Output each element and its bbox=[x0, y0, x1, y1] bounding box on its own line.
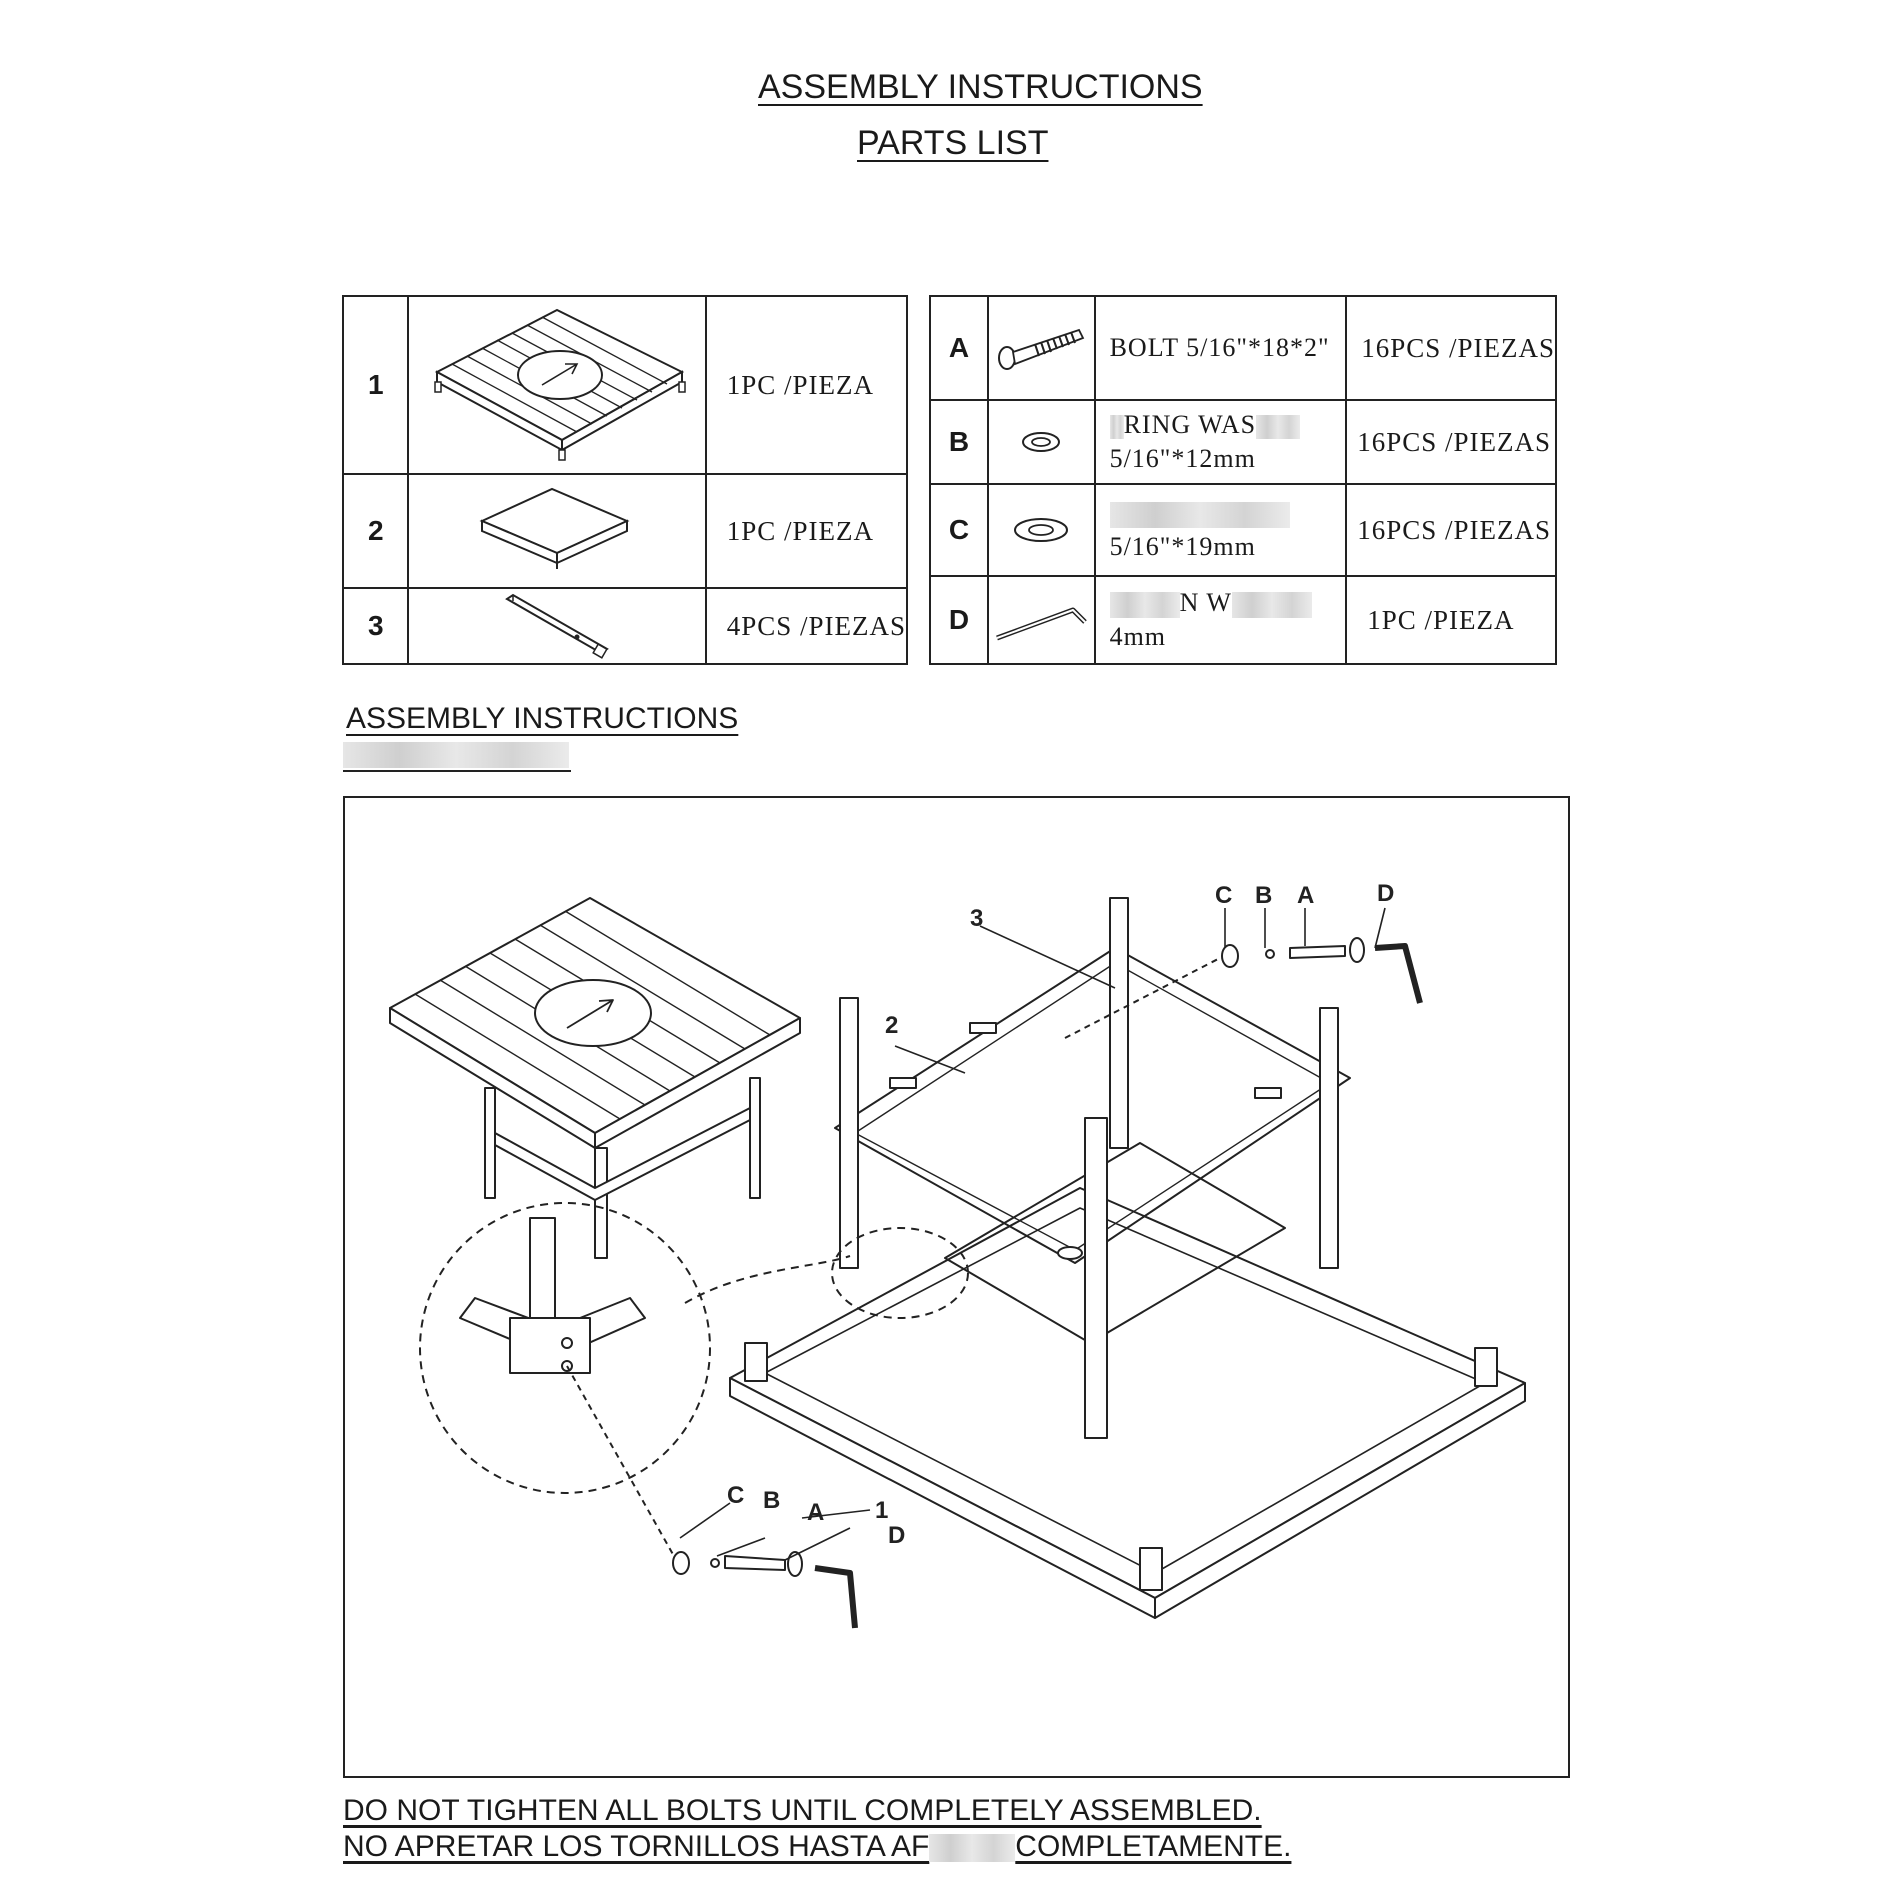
tabletop-part-icon bbox=[729, 1187, 1526, 1619]
shelf-and-legs-icon bbox=[834, 897, 1351, 1439]
callout-label-part2: 2 bbox=[885, 1012, 898, 1039]
callout-label-b-lower: B bbox=[763, 1487, 780, 1514]
part-image-cell bbox=[407, 587, 707, 665]
part-quantity: 1PC /PIEZA bbox=[704, 473, 909, 589]
part-image-cell bbox=[986, 295, 1096, 401]
flat-washer-icon bbox=[1014, 518, 1069, 542]
callout-label-d-lower: D bbox=[888, 1522, 905, 1549]
redaction-mark bbox=[1109, 415, 1124, 440]
part-quantity: 1PC /PIEZA bbox=[704, 295, 909, 475]
callout-label-part3: 3 bbox=[970, 905, 983, 932]
part-description-line: 5/16"*19mm bbox=[1109, 532, 1256, 561]
part-description-line: 4mm bbox=[1109, 622, 1167, 651]
callout-label-a-upper: A bbox=[1297, 882, 1314, 909]
spring-washer-icon bbox=[1022, 432, 1061, 452]
table-row: C 5/16"*19mm 16PCS /PIEZAS bbox=[929, 483, 1557, 577]
part-quantity: 16PCS /PIEZAS bbox=[1345, 399, 1557, 485]
part-quantity: 16PCS /PIEZAS bbox=[1345, 483, 1557, 577]
part-letter: A bbox=[929, 295, 989, 401]
warning-spanish: NO APRETAR LOS TORNILLOS HASTA AF COMPLET… bbox=[343, 1830, 1291, 1864]
warning-english: DO NOT TIGHTEN ALL BOLTS UNTIL COMPLETEL… bbox=[343, 1794, 1262, 1827]
parts-table-hardware: A BOLT 5/16"*18*2" 16PCS /PIEZAS B bbox=[929, 295, 1557, 665]
part-description-line: RING WAS bbox=[1109, 408, 1346, 442]
parts-table-panels: 1 1PC /PIEZA 2 bbox=[341, 295, 909, 665]
part-number: 2 bbox=[341, 473, 410, 589]
part-description: N W 4mm bbox=[1093, 575, 1348, 665]
part-description-line bbox=[1109, 496, 1346, 530]
part-description-line: 5/16"*12mm bbox=[1109, 444, 1256, 473]
part-image-cell bbox=[407, 295, 707, 475]
warning-spanish-end: COMPLETAMENTE. bbox=[1015, 1830, 1292, 1863]
instructions-heading-translation bbox=[343, 742, 571, 772]
part-quantity: 4PCS /PIEZAS bbox=[704, 587, 909, 665]
part-number: 1 bbox=[341, 295, 410, 475]
page-title: ASSEMBLY INSTRUCTIONS bbox=[758, 68, 1203, 106]
table-row: 3 4PCS /PIEZAS bbox=[341, 587, 909, 665]
callout-label-b-upper: B bbox=[1255, 882, 1272, 909]
redaction-mark bbox=[343, 742, 569, 768]
callout-label-c-lower: C bbox=[727, 1482, 744, 1509]
table-row: A BOLT 5/16"*18*2" 16PCS /PIEZAS bbox=[929, 295, 1557, 401]
part-image-cell bbox=[986, 483, 1096, 577]
callout-label-c-upper: C bbox=[1215, 882, 1232, 909]
hardware-stack-upper bbox=[1064, 937, 1423, 1039]
finished-table-icon bbox=[389, 897, 801, 1259]
warning-spanish-start: NO APRETAR LOS TORNILLOS HASTA AF bbox=[343, 1830, 930, 1863]
redaction-mark bbox=[929, 1834, 1016, 1863]
callout-label-part1: 1 bbox=[875, 1497, 888, 1524]
table-top-icon bbox=[434, 308, 686, 461]
joint-detail-icon bbox=[459, 1217, 646, 1374]
assembly-drawing: 3 2 1 C B A D C B A D bbox=[389, 880, 1526, 1629]
part-image-cell bbox=[986, 399, 1096, 485]
callout-label-d-upper: D bbox=[1377, 880, 1394, 907]
part-letter: C bbox=[929, 483, 989, 577]
part-image-cell bbox=[407, 473, 707, 589]
redaction-mark bbox=[1256, 415, 1301, 440]
part-description-line: N W bbox=[1109, 586, 1346, 620]
callout-label-a-lower: A bbox=[807, 1499, 824, 1526]
shelf-panel-icon bbox=[479, 487, 630, 569]
hardware-stack-lower bbox=[566, 1365, 858, 1629]
part-description: RING WAS 5/16"*12mm bbox=[1093, 399, 1348, 485]
table-row: 2 1PC /PIEZA bbox=[341, 473, 909, 589]
part-description: BOLT 5/16"*18*2" bbox=[1093, 295, 1348, 401]
part-number: 3 bbox=[341, 587, 410, 665]
part-quantity: 16PCS /PIEZAS bbox=[1345, 295, 1557, 401]
table-row: B RING WAS 5/16"*12mm 16PCS /PIEZAS bbox=[929, 399, 1557, 485]
part-quantity: 1PC /PIEZA bbox=[1345, 575, 1557, 665]
part-image-cell bbox=[986, 575, 1096, 665]
instructions-heading: ASSEMBLY INSTRUCTIONS bbox=[346, 702, 739, 735]
redaction-mark bbox=[1109, 592, 1180, 619]
page-subtitle: PARTS LIST bbox=[857, 124, 1049, 162]
table-leg-icon bbox=[505, 593, 609, 659]
redaction-mark bbox=[1231, 592, 1312, 619]
part-description: 5/16"*19mm bbox=[1093, 483, 1348, 577]
part-description-line: BOLT 5/16"*18*2" bbox=[1109, 333, 1330, 362]
bolt-icon bbox=[998, 328, 1085, 370]
assembly-diagram: 3 2 1 C B A D C B A D bbox=[343, 796, 1570, 1778]
allen-wrench-icon bbox=[996, 607, 1088, 641]
part-letter: D bbox=[929, 575, 989, 665]
part-letter: B bbox=[929, 399, 989, 485]
table-row: 1 1PC /PIEZA bbox=[341, 295, 909, 475]
table-row: D N W 4mm 1PC /PIEZA bbox=[929, 575, 1557, 665]
redaction-mark bbox=[1109, 502, 1290, 529]
